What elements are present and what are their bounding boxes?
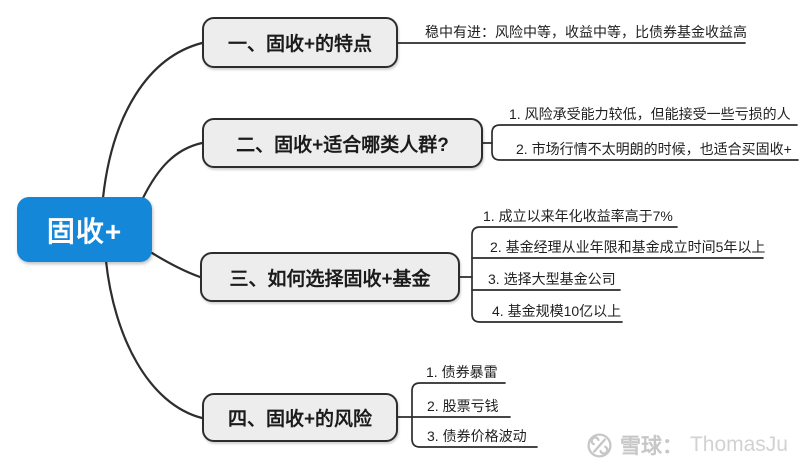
link-branch2-leaves — [491, 124, 799, 161]
branch-node-2: 二、固收+适合哪类人群? — [202, 118, 483, 168]
watermark-user: ThomasJu — [689, 433, 788, 456]
leaf-node-4-2: 2. 股票亏钱 — [427, 398, 499, 414]
leaf-node-3-1: 1. 成立以来年化收益率高于7% — [483, 208, 673, 224]
link-root-branch2 — [141, 141, 204, 200]
link-branch4-bracket — [411, 382, 538, 448]
link-root-branch3 — [150, 251, 202, 279]
root-node: 固收+ — [17, 197, 152, 262]
leaf-node-3-3: 3. 选择大型基金公司 — [488, 271, 616, 287]
branch-node-4: 四、固收+的风险 — [202, 393, 398, 442]
leaf-node-3-2: 2. 基金经理从业年限和基金成立时间5年以上 — [490, 239, 766, 255]
branch-node-3: 三、如何选择固收+基金 — [200, 252, 460, 302]
link-root-branch1 — [101, 41, 204, 200]
watermark: 雪球： ThomasJu — [586, 430, 788, 460]
leaf-node-4-1: 1. 债券暴雷 — [426, 364, 498, 380]
xueqiu-logo-icon — [587, 432, 612, 458]
watermark-brand: 雪球： — [619, 435, 683, 458]
link-root-branch4 — [104, 259, 204, 420]
leaf-node-4-3: 3. 债券价格波动 — [427, 428, 527, 444]
leaf-node-2-1: 1. 风险承受能力较低，但能接受一些亏损的人 — [509, 106, 791, 122]
link-branch3-bracket — [471, 226, 678, 323]
leaf-node-2-2: 2. 市场行情不太明朗的时候，也适合买固收+ — [516, 141, 792, 157]
leaf-node-1-1: 稳中有进：风险中等，收益中等，比债券基金收益高 — [425, 24, 747, 40]
branch-node-1: 一、固收+的特点 — [202, 17, 398, 68]
leaf-node-3-4: 4. 基金规模10亿以上 — [492, 303, 622, 319]
